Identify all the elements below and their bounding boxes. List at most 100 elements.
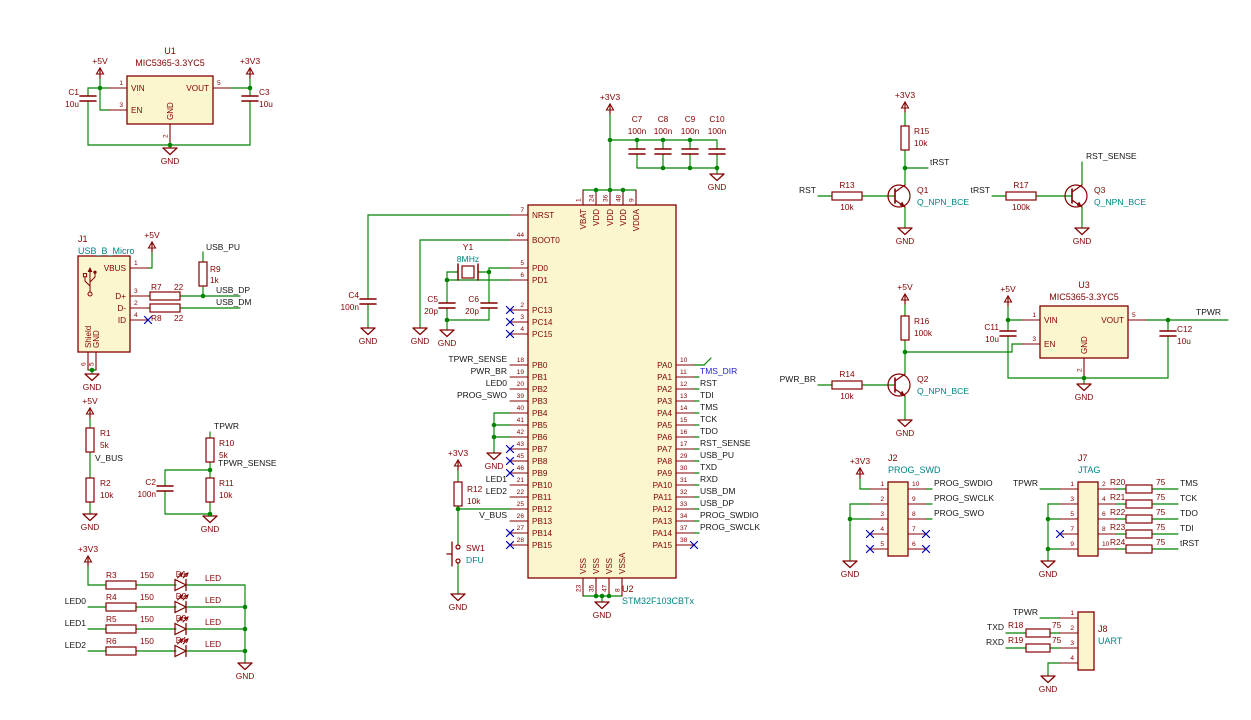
body-R16[interactable] [900,315,910,341]
crystal-body[interactable] [461,265,475,279]
body-R11[interactable] [205,477,215,503]
emitter-arrow [899,201,905,207]
body-U2[interactable] [527,204,677,579]
body-U3[interactable] [1039,305,1129,359]
body-R2[interactable] [85,477,95,503]
transistor-Q1[interactable]: Q1Q_NPN_BCE [887,184,969,208]
body-R20[interactable] [1125,484,1153,494]
body-R13[interactable] [831,191,863,201]
body-R24[interactable] [1125,544,1153,554]
body-R5[interactable] [105,624,137,634]
gnd-label: GND [449,602,468,612]
body-J7[interactable] [1077,481,1099,557]
body-R17[interactable] [1005,191,1037,201]
body-R14[interactable] [831,380,863,390]
body-U1[interactable] [126,75,214,125]
body-J2[interactable] [887,481,909,557]
pin-number: 5 [880,541,884,548]
transistor-body[interactable] [887,373,911,397]
body-R9[interactable] [198,261,208,287]
gnd-slant [1047,675,1056,684]
pin-name: PA11 [653,493,672,502]
value-R17: 100k [1012,202,1031,212]
body-R21[interactable] [1125,499,1153,509]
value-R19: 75 [1052,635,1062,645]
body-R23[interactable] [1125,529,1153,539]
body-R4[interactable] [105,602,137,612]
net-label-RST: RST [700,378,717,388]
body-R6[interactable] [105,646,137,656]
body-R18[interactable] [1025,628,1051,638]
body-R7[interactable] [149,291,181,301]
ic-U2[interactable]: U2STM32F103CBTx7NRST44BOOT05PD06PD12PC13… [509,189,695,606]
junction-dot [714,165,720,171]
transistor-Q2[interactable]: Q2Q_NPN_BCE [887,373,969,397]
power-arrow-icon [855,466,865,475]
body-R1[interactable] [85,427,95,453]
body-R3[interactable] [105,580,137,590]
body-R22[interactable] [1125,514,1153,524]
body-R12[interactable] [453,481,463,507]
no-connect-x [865,544,875,554]
body-R8[interactable] [149,303,181,313]
net-label-PROG_SWCLK: PROG_SWCLK [700,522,760,532]
transistor-Q3[interactable]: Q3Q_NPN_BCE [1064,184,1146,208]
body-R10[interactable] [205,437,215,463]
body-R15[interactable] [900,125,910,151]
body-R19[interactable] [1025,643,1051,653]
transistor-body[interactable] [887,184,911,208]
body-J1[interactable] [77,255,131,353]
transistor-body[interactable] [1064,184,1088,208]
power-label: +3V3 [78,544,99,554]
body-J8[interactable] [1077,611,1095,671]
